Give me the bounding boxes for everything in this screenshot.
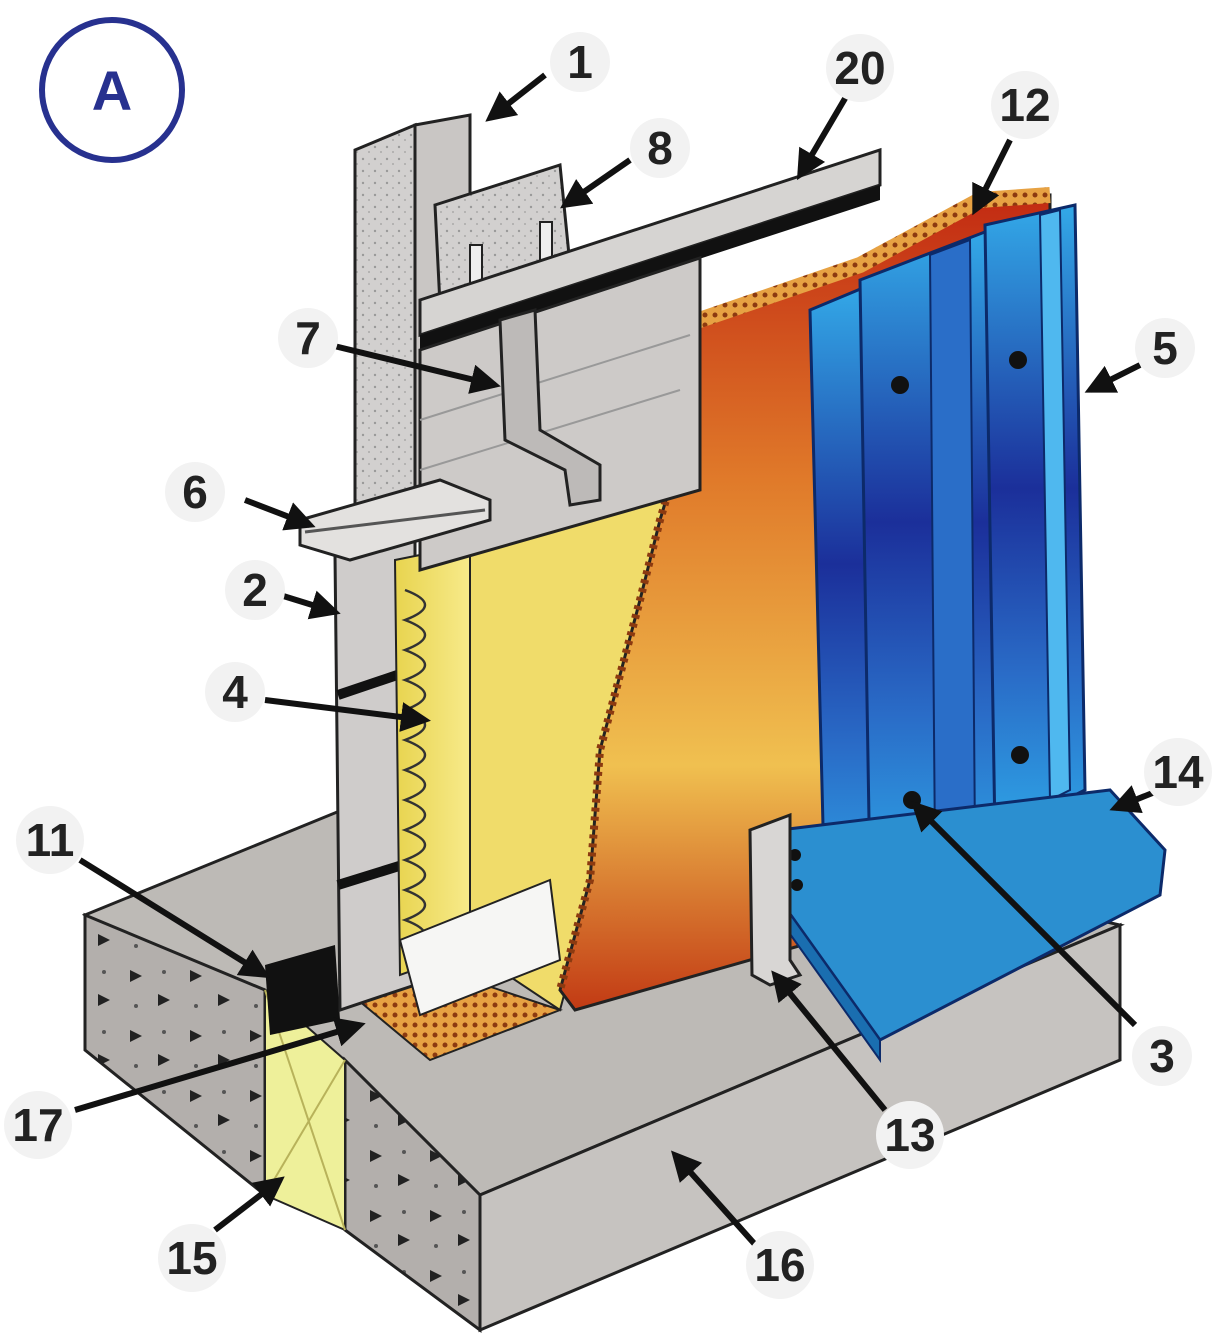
- callout-5: 5: [1135, 318, 1195, 378]
- callout-16-label: 16: [754, 1239, 805, 1291]
- callout-8: 8: [630, 118, 690, 178]
- bottom-channel: [398, 878, 562, 1017]
- badge-label: A: [92, 59, 132, 122]
- callout-15: 15: [158, 1224, 226, 1292]
- steel-studs: [808, 203, 1087, 908]
- callout-13-label: 13: [884, 1109, 935, 1161]
- callout-2: 2: [225, 560, 285, 620]
- leader-lines: [74, 72, 1162, 1253]
- callout-17-label: 17: [12, 1099, 63, 1151]
- callout-3-label: 3: [1149, 1030, 1175, 1082]
- callout-15-label: 15: [166, 1232, 217, 1284]
- callout-17: 17: [4, 1091, 72, 1159]
- callout-12-label: 12: [999, 79, 1050, 131]
- horizontal-rail: [418, 147, 882, 572]
- callout-6: 6: [165, 462, 225, 522]
- sealant-strip: [265, 945, 340, 1035]
- callout-11: 11: [16, 806, 84, 874]
- callout-2-label: 2: [242, 564, 268, 616]
- callout-6-label: 6: [182, 466, 208, 518]
- callout-14: 14: [1144, 738, 1212, 806]
- callout-7-label: 7: [295, 312, 321, 364]
- callout-8-label: 8: [647, 122, 673, 174]
- callout-4-label: 4: [222, 666, 248, 718]
- callout-16: 16: [746, 1231, 814, 1299]
- callout-1-label: 1: [567, 36, 593, 88]
- fixing-clip: [498, 308, 602, 507]
- callout-14-label: 14: [1152, 746, 1204, 798]
- horizontal-profile: [298, 478, 492, 562]
- callout-3: 3: [1132, 1026, 1192, 1086]
- callout-13: 13: [876, 1101, 944, 1169]
- callout-20-label: 20: [834, 42, 885, 94]
- callout-7: 7: [278, 308, 338, 368]
- figure-badge: A: [39, 17, 185, 163]
- callout-20: 20: [826, 34, 894, 102]
- callout-5-label: 5: [1152, 322, 1178, 374]
- callout-4: 4: [205, 662, 265, 722]
- callout-1: 1: [550, 32, 610, 92]
- callout-12: 12: [991, 71, 1059, 139]
- callout-labels: 1 20 8 12 7 5 6 2 4 14 11 3 17 13 15 16: [4, 32, 1212, 1299]
- callout-11-label: 11: [26, 814, 75, 866]
